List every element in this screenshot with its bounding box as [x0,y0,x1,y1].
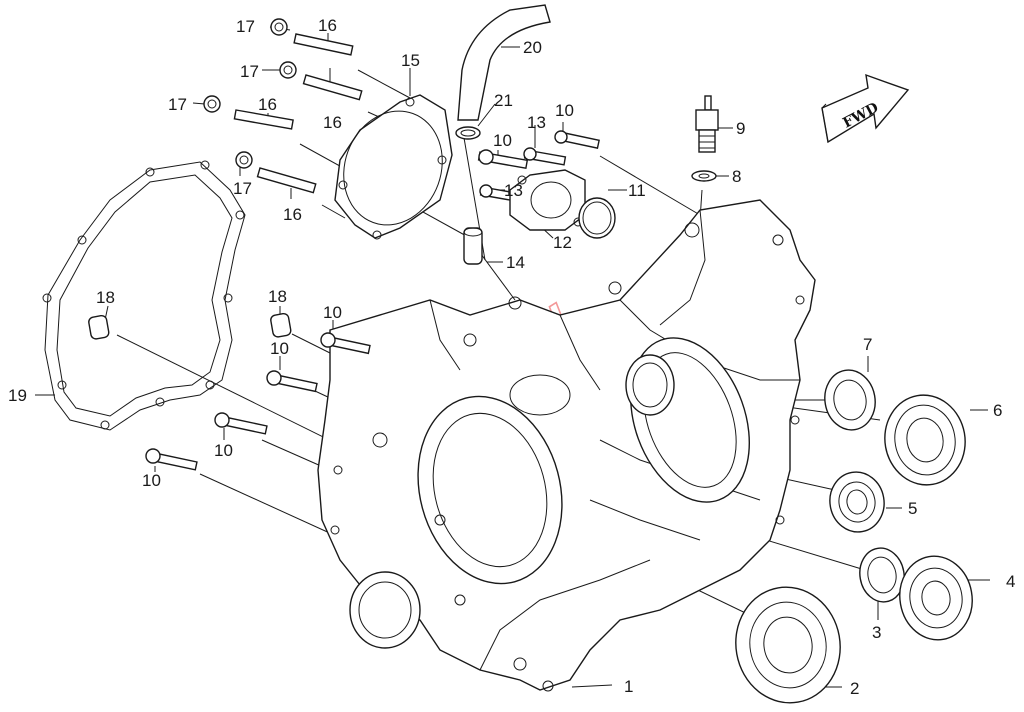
seal-7 [824,369,876,431]
label-1: 1 [624,677,633,696]
fwd-arrow: FWD [821,73,910,144]
label-15: 15 [401,51,420,70]
label-10c: 10 [323,303,342,322]
label-9: 9 [736,119,745,138]
sensor [691,95,719,182]
dowels [88,227,483,340]
bearing-6 [884,394,966,486]
seal-3 [859,547,905,603]
studs-and-nuts [203,18,363,194]
label-17c: 17 [168,95,187,114]
gasket-15 [334,94,453,240]
label-18b: 18 [268,287,287,306]
label-5: 5 [908,499,917,518]
label-2: 2 [850,679,859,698]
bearing-2 [735,586,841,704]
label-20: 20 [523,38,542,57]
label-16d: 16 [283,205,302,224]
label-18a: 18 [96,288,115,307]
label-16a: 16 [318,16,337,35]
gasket-19 [42,160,246,431]
label-19: 19 [8,386,27,405]
label-8: 8 [732,167,741,186]
label-13a: 13 [527,113,546,132]
label-12: 12 [553,233,572,252]
label-10d: 10 [270,339,289,358]
label-10e: 10 [214,441,233,460]
label-17b: 17 [240,62,259,81]
label-13b: 13 [504,181,523,200]
label-4: 4 [1006,572,1015,591]
label-10f: 10 [142,471,161,490]
cover-plate [509,169,616,239]
breather-hose [455,4,551,140]
label-11: 11 [628,181,646,200]
label-10a: 10 [555,101,574,120]
label-7: 7 [863,335,872,354]
label-10b: 10 [493,131,512,150]
bearing-4 [899,555,973,641]
label-6: 6 [993,401,1002,420]
label-16c: 16 [258,95,277,114]
label-16b: 16 [323,113,342,132]
label-3: 3 [872,623,881,642]
crankcase [317,199,816,692]
part-labels: 1 2 3 4 5 6 7 8 9 10 10 10 10 10 10 11 1… [8,16,1015,698]
label-17a: 17 [236,17,255,36]
label-21: 21 [494,91,513,110]
label-14: 14 [506,253,525,272]
bearing-5 [829,471,885,533]
label-17d: 17 [233,179,252,198]
